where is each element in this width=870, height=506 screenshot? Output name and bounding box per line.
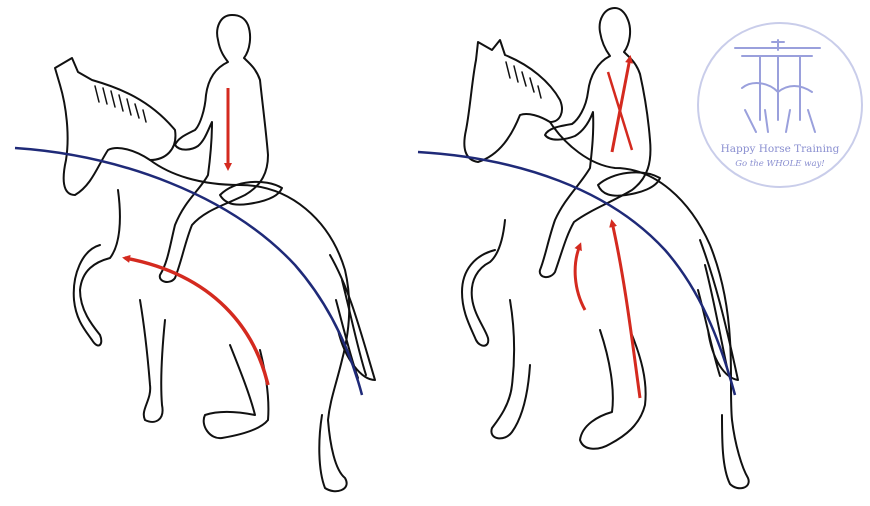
- logo-title: Happy Horse Training: [721, 143, 840, 155]
- left-horse-mane: [95, 86, 146, 122]
- right-horse-head: [464, 40, 562, 162]
- right-horse-front-leg: [491, 300, 530, 438]
- left-horse-front-leg: [140, 300, 165, 422]
- right-horse-mane: [506, 62, 541, 98]
- left-rider: [160, 15, 268, 282]
- right-arrow-cross: [608, 72, 632, 150]
- left-horse-body: [150, 160, 349, 491]
- logo-tagline: Go the WHOLE way!: [735, 159, 824, 169]
- logo-badge: Happy Horse Training Go the WHOLE way!: [698, 23, 862, 187]
- right-arrow-back-lift: [612, 222, 640, 398]
- left-horse-foreleg: [74, 190, 120, 345]
- left-horse-head: [55, 58, 175, 195]
- left-bend-line: [15, 148, 362, 395]
- left-arrow-hind-leg-forward: [125, 258, 268, 385]
- right-horse-body: [550, 122, 749, 488]
- right-horse-foreleg: [462, 220, 505, 346]
- right-arrow-belly-lift: [575, 245, 585, 310]
- left-horse-and-rider: [55, 15, 375, 491]
- right-horse-hind-leg: [580, 330, 646, 449]
- right-rider: [540, 8, 651, 277]
